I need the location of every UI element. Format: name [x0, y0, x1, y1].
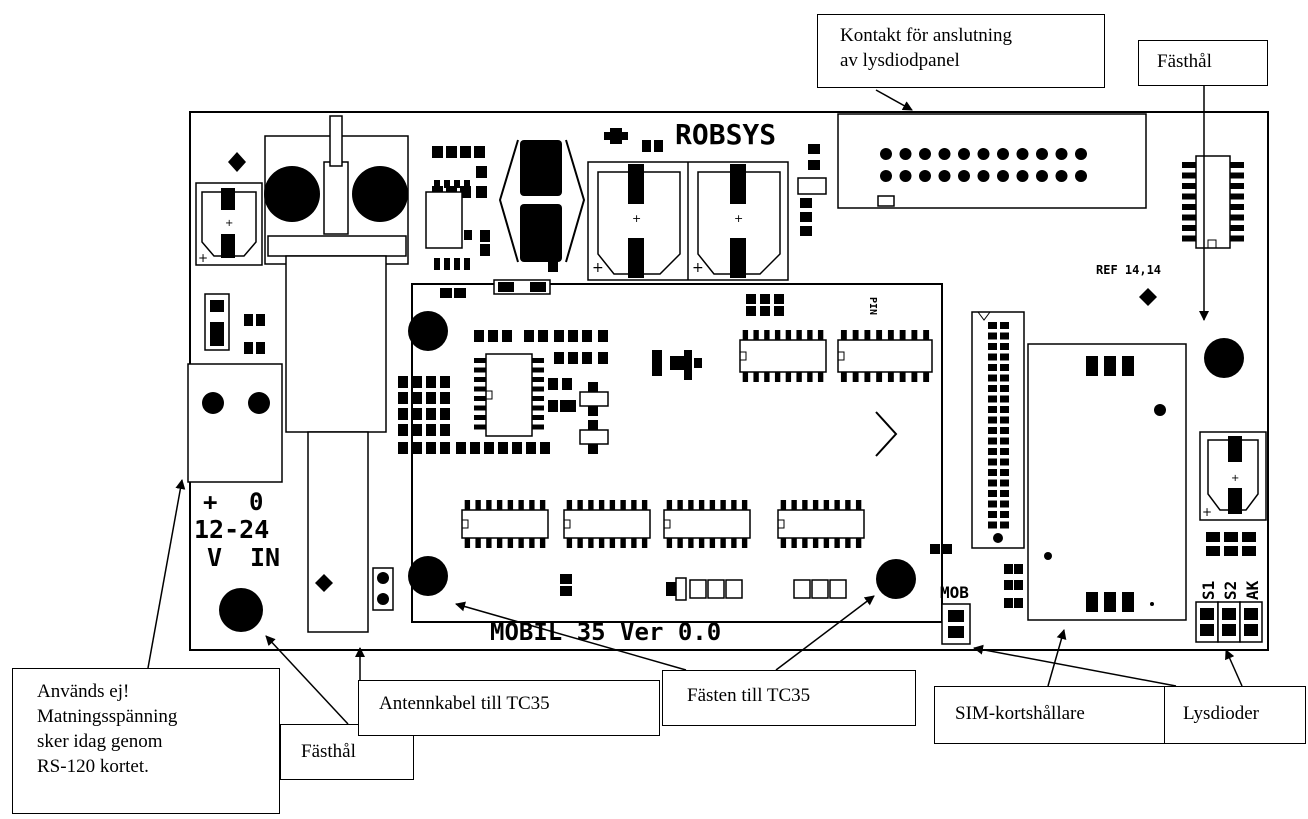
callout-mount-hole-top: Fästhål — [1138, 40, 1268, 86]
svg-text:+: + — [1202, 505, 1212, 519]
capacitor-pair: + + + + — [587, 161, 789, 281]
ic-top-right — [1182, 155, 1244, 249]
callout-unused: Används ej! Matningsspänning sker idag g… — [12, 668, 280, 814]
led-smd-row — [1206, 532, 1256, 556]
power-terminal — [187, 363, 283, 483]
arrow-sim-holder — [1047, 629, 1067, 687]
callout-tc35-mounts-text: Fästen till TC35 — [687, 685, 811, 706]
tc35-smd — [440, 279, 898, 601]
svg-text:+: + — [1231, 473, 1239, 484]
mount-hole-bottom-left — [219, 588, 263, 632]
voltage-unit-label: V — [207, 543, 222, 572]
arrow-leds-mob — [973, 644, 1177, 687]
pin-label: PIN — [867, 297, 878, 315]
svg-text:+: + — [225, 218, 233, 229]
callout-unused-line2: Matningsspänning — [37, 706, 178, 727]
callout-unused-line4: RS-120 kortet. — [37, 756, 149, 777]
arrow-unused — [147, 479, 186, 669]
mob-label: MOB — [940, 583, 969, 602]
brand-label: ROBSYS — [675, 118, 776, 151]
arrow-tc35-mount-left — [455, 601, 687, 671]
arrow-tc35-mount-right — [775, 595, 875, 671]
inductor — [498, 139, 586, 272]
callout-sim-holder: SIM-kortshållare — [934, 686, 1166, 744]
arrow-leds-array — [1225, 649, 1243, 687]
fiducial-diamond-right — [1139, 288, 1157, 306]
tc35-mount-hole-top-left — [408, 311, 448, 351]
tc35-ics — [461, 330, 933, 548]
voltage-regulator — [425, 191, 472, 249]
jumper — [372, 567, 394, 611]
callout-antenna-cable: Antennkabel till TC35 — [358, 680, 660, 736]
led-s1-label: S1 — [1199, 581, 1218, 600]
arrow-connector — [875, 89, 913, 111]
voltage-in-label: IN — [250, 543, 280, 572]
model-label: MOBIL 35 Ver 0.0 — [490, 618, 721, 646]
smd-mob-area — [930, 544, 1023, 645]
callout-unused-line1: Används ej! — [37, 681, 130, 702]
sim-edge-connector — [971, 311, 1025, 549]
smd-left-column — [204, 293, 265, 354]
svg-text:+: + — [198, 251, 208, 265]
smd-brand-area — [604, 128, 827, 236]
svg-text:+: + — [592, 260, 604, 276]
tc35-mount-hole-bottom-left — [408, 556, 448, 596]
voltage-range-label: 12-24 — [194, 515, 269, 544]
antenna-connector — [264, 115, 409, 633]
sim-card-holder — [1027, 343, 1187, 621]
callout-leds: Lysdioder — [1164, 686, 1306, 744]
callout-tc35-mounts: Fästen till TC35 — [662, 670, 916, 726]
led-ak-label: AK — [1243, 580, 1262, 600]
led-array — [1195, 601, 1263, 643]
tc35-mount-hole-bottom-right — [876, 559, 916, 599]
callout-arrows — [147, 86, 1243, 725]
capacitor-top-left: + + — [195, 182, 263, 266]
svg-text:+: + — [692, 260, 704, 276]
callout-connector-line2: av lysdiodpanel — [840, 50, 960, 71]
led-panel-connector — [837, 113, 1147, 209]
callout-antenna-cable-text: Antennkabel till TC35 — [379, 693, 550, 714]
callout-connector-line1: Kontakt för anslutning — [840, 25, 1013, 46]
led-s2-label: S2 — [1221, 581, 1240, 600]
power-zero-label: 0 — [249, 488, 263, 516]
callout-mount-hole-bottom-text: Fästhål — [301, 741, 356, 762]
power-plus-label: + — [203, 488, 217, 516]
callout-mount-hole-top-text: Fästhål — [1157, 51, 1212, 72]
callout-leds-text: Lysdioder — [1183, 703, 1259, 724]
capacitor-right: + + — [1199, 431, 1267, 521]
ref-label: REF 14,14 — [1096, 263, 1161, 277]
smd-left-grid — [398, 330, 608, 454]
fiducial-diamond-left — [228, 152, 246, 172]
svg-text:+: + — [632, 212, 641, 225]
callout-connector: Kontakt för anslutning av lysdiodpanel — [817, 14, 1105, 88]
callout-sim-holder-text: SIM-kortshållare — [955, 703, 1085, 724]
svg-text:+: + — [734, 212, 743, 225]
callout-unused-line3: sker idag genom — [37, 731, 163, 752]
mount-hole-right — [1204, 338, 1244, 378]
arrow-mount-hole-bottom — [265, 635, 349, 725]
